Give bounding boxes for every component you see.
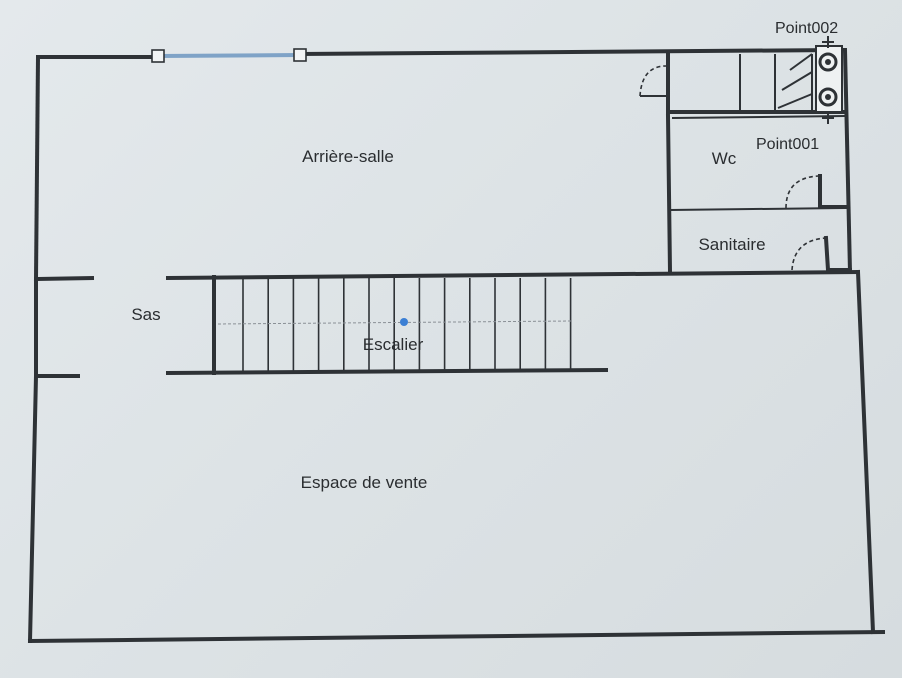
selection-dot[interactable] [400,318,408,326]
point001-label: Point001 [756,136,819,153]
room-label-sanitaire: Sanitaire [698,235,765,254]
stair-guide-line [217,320,573,325]
door-arriere-salle[interactable] [639,65,667,97]
room-label-sas: Sas [131,305,160,324]
door-sanitaire[interactable] [791,235,852,273]
sas-walls [35,275,95,378]
door-wc[interactable] [785,174,847,209]
room-label-arriere-salle: Arrière-salle [302,147,394,166]
window-handle-left[interactable] [151,49,165,63]
point001-marker[interactable] [822,112,834,124]
upper-stair[interactable] [739,53,813,110]
room-label-wc: Wc [712,149,737,168]
room-label-espace-de-vente: Espace de vente [301,473,428,492]
point002-marker[interactable] [815,36,843,113]
outer-walls [27,47,886,644]
staircase[interactable] [242,278,572,372]
window[interactable] [151,48,307,63]
room-label-escalier: Escalier [363,335,424,354]
point002-label: Point002 [775,20,838,37]
interior-walls [165,52,861,376]
window-handle-right[interactable] [293,48,307,62]
